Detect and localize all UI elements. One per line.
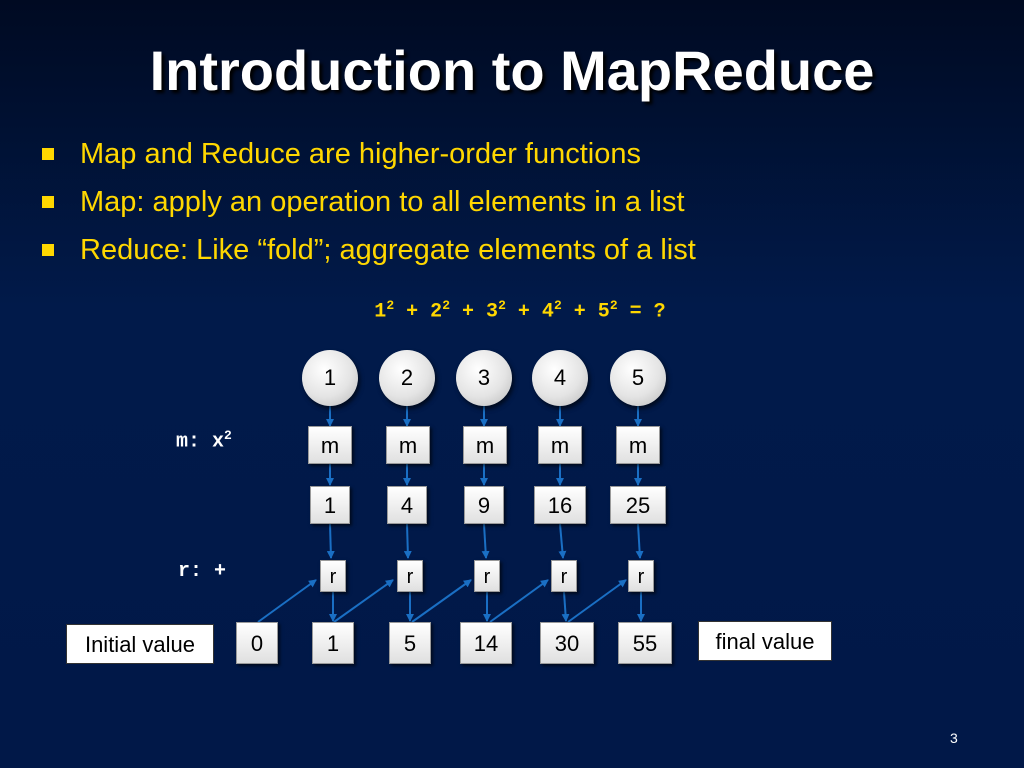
arrow: [481, 523, 490, 559]
reduce-function-label: r: +: [178, 560, 227, 583]
arrow: [567, 579, 627, 623]
page-number: 3: [950, 730, 958, 746]
reduce-node: r: [628, 560, 654, 592]
map-function-label: m: x2: [176, 428, 232, 454]
bullet-square-icon: [42, 148, 54, 160]
arrow: [561, 591, 570, 622]
reduce-node: r: [551, 560, 577, 592]
input-node: 1: [302, 350, 358, 406]
input-node: 4: [532, 350, 588, 406]
reduce-node: r: [320, 560, 346, 592]
arrow: [411, 579, 472, 623]
reduce-node: r: [474, 560, 500, 592]
accumulated-value: 5: [389, 622, 431, 664]
slide-title: Introduction to MapReduce: [149, 39, 875, 102]
reduce-node: r: [397, 560, 423, 592]
arrow: [257, 579, 317, 623]
accumulated-value: 55: [618, 622, 672, 664]
accumulated-value: 1: [312, 622, 354, 664]
bullet-text: Map: apply an operation to all elements …: [80, 186, 685, 218]
bullet-square-icon: [42, 244, 54, 256]
mapped-value: 4: [387, 486, 427, 524]
mapped-value: 1: [310, 486, 350, 524]
sum-of-squares-equation: 12 + 22 + 32 + 42 + 52 = ?: [374, 298, 666, 324]
input-node: 3: [456, 350, 512, 406]
map-node: m: [386, 426, 430, 464]
map-node: m: [616, 426, 660, 464]
bullet-text: Reduce: Like “fold”; aggregate elements …: [80, 234, 696, 266]
final-value-label: final value: [698, 621, 832, 661]
mapped-value: 9: [464, 486, 504, 524]
arrow: [326, 523, 335, 559]
mapped-value: 25: [610, 486, 666, 524]
arrow: [558, 523, 567, 559]
initial-value-label: Initial value: [66, 624, 214, 664]
arrow: [635, 523, 644, 559]
map-node: m: [308, 426, 352, 464]
input-node: 5: [610, 350, 666, 406]
input-node: 2: [379, 350, 435, 406]
bullet-square-icon: [42, 196, 54, 208]
accumulated-value: 30: [540, 622, 594, 664]
mapped-value: 16: [534, 486, 586, 524]
arrow: [333, 579, 394, 623]
arrow: [403, 523, 412, 559]
arrow: [489, 579, 549, 623]
bullet-text: Map and Reduce are higher-order function…: [80, 138, 641, 170]
map-node: m: [463, 426, 507, 464]
map-node: m: [538, 426, 582, 464]
accumulated-value: 14: [460, 622, 512, 664]
initial-value: 0: [236, 622, 278, 664]
